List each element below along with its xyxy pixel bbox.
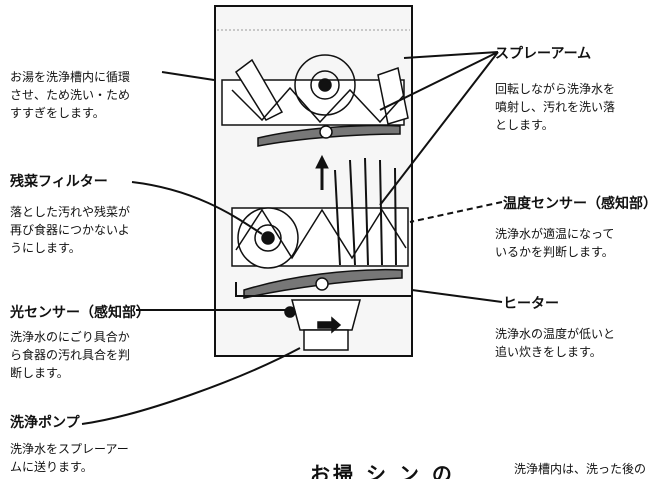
circulation-description: お湯を洗浄槽内に循環 させ、ため洗い・ため すすぎをします。 [10,70,131,120]
heater-title: ヒーター [503,296,559,312]
light-sensor-description: 洗浄水のにごり具合か ら食器の汚れ具合を判 断します。 [10,330,131,380]
cleaning-heading: お掃 シ ン の [310,462,455,479]
heater-element [235,282,413,297]
cleaning-text: 洗浄槽内は、洗った後の [514,462,647,476]
wash-pump-description: 洗浄水をスプレーアー ムに送ります。 [10,442,129,474]
light-sensor-title: 光センサー（感知部） [10,305,150,321]
food-filter-title: 残菜フィルター [10,174,108,190]
spray-arm-title: スプレーアーム [495,46,592,62]
leader-lines [81,51,503,425]
temp-sensor-description: 洗浄水が適温になって いるかを判断します。 [495,227,615,259]
wash-pump-title: 洗浄ポンプ [10,415,80,431]
food-filter-description: 落とした汚れや残菜が 再び食器につかないよ うにします。 [10,205,131,255]
wash-pump-body [284,299,361,351]
lower-spray-arm [243,268,403,299]
spray-arm-description: 回転しながら洗浄水を 噴射し、汚れを洗い落 とします。 [495,82,616,132]
upper-spray-arm [257,124,401,147]
heater-description: 洗浄水の温度が低いと 追い炊きをします。 [495,327,616,359]
upper-rack [221,54,409,126]
bottom-cutoff-text: お掃 シ ン の 洗浄槽内は、洗った後の [300,458,671,479]
temp-sensor-title: 温度センサー（感知部） [503,196,657,212]
flow-arrow-up [315,154,329,190]
lower-rack [231,157,409,269]
